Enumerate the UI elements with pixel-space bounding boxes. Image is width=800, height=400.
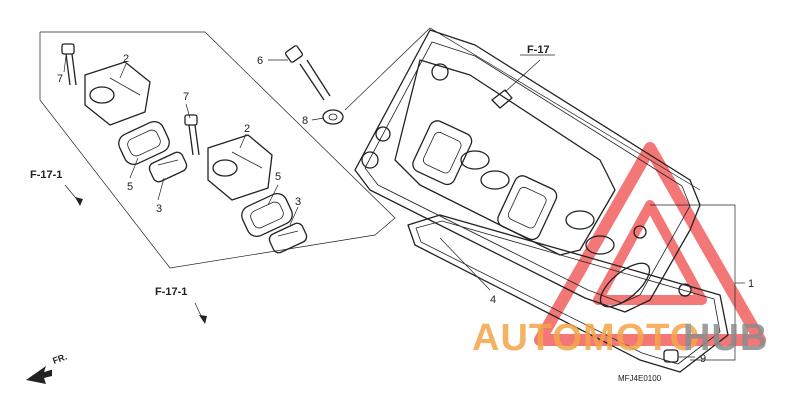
- watermark-text-primary: AUTOMOTO: [472, 317, 700, 359]
- leader-lines: [63, 55, 695, 358]
- part-number-5-lower: 5: [275, 171, 281, 183]
- cover-gasket: [407, 214, 729, 373]
- part1-bracket: [650, 204, 745, 361]
- cylinder-head-cover: [354, 29, 701, 313]
- front-direction-arrow-icon: [26, 366, 53, 384]
- watermark-logo: AUTOMOTO HUB: [472, 317, 768, 359]
- ref-label-top: F-17: [527, 44, 550, 56]
- ref-arrow-upper: [64, 184, 83, 206]
- seal-5-lower: [241, 192, 293, 238]
- watermark-triangle: [534, 142, 766, 346]
- part-number-3-lower: 3: [295, 196, 301, 208]
- left-group-boundary: [39, 31, 396, 269]
- grommet-3-lower: [268, 222, 308, 254]
- bolt-7-lower: [184, 114, 200, 156]
- ref-label-left-upper: F-17-1: [30, 169, 62, 181]
- diagram-code: MFJ4E0100: [618, 374, 662, 383]
- upper-group-boundary: [344, 27, 701, 191]
- part-number-2-lower: 2: [244, 123, 250, 135]
- grommet-3-upper: [148, 151, 188, 183]
- bolt-7-upper: [61, 43, 77, 86]
- part-number-2-upper: 2: [123, 53, 129, 65]
- part-number-7-upper: 7: [57, 73, 63, 85]
- part-number-4: 4: [490, 294, 496, 306]
- ref-label-left-lower: F-17-1: [155, 286, 187, 298]
- part-number-1: 1: [748, 278, 754, 290]
- part-number-5-upper: 5: [127, 181, 133, 193]
- part-number-3-upper: 3: [156, 203, 162, 215]
- coil-cap-2-lower: [207, 134, 273, 201]
- plug-9: [663, 349, 679, 363]
- front-direction-label: FR.: [51, 352, 68, 366]
- part-number-7-lower: 7: [183, 91, 189, 103]
- washer-8: [322, 109, 344, 125]
- part-number-8: 8: [302, 115, 308, 127]
- watermark-text-secondary: HUB: [683, 317, 768, 359]
- seal-5-upper: [118, 120, 170, 166]
- part-number-6: 6: [257, 55, 263, 67]
- coil-cap-2-upper: [84, 61, 151, 126]
- ref-arrow-lower: [194, 302, 207, 324]
- bolt-6: [284, 45, 331, 101]
- part-number-9: 9: [700, 353, 706, 365]
